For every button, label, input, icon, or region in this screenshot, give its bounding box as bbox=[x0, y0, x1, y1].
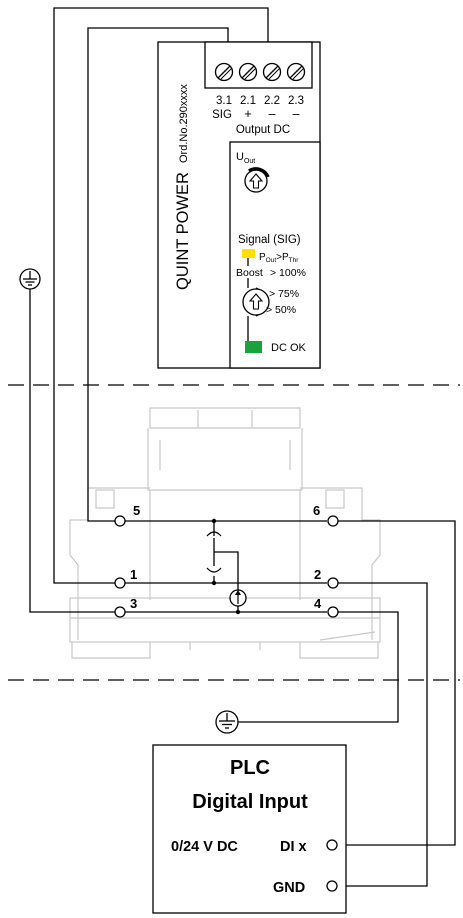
terminal-sign-sig: SIG bbox=[212, 109, 232, 121]
screw-terminals bbox=[214, 62, 306, 82]
threshold-50-percent-label: > 50% bbox=[266, 304, 296, 316]
terminal-2-label: 2 bbox=[314, 567, 321, 582]
plc-gnd-terminal[interactable] bbox=[326, 880, 338, 892]
terminal-1-label: 1 bbox=[130, 567, 137, 582]
threshold-75-percent-label: > 75% bbox=[269, 288, 299, 300]
terminal-1[interactable] bbox=[114, 577, 126, 589]
signal-label: Signal (SIG) bbox=[238, 234, 301, 246]
brand-label: QUINT POWER bbox=[174, 172, 192, 290]
signal-led-yellow bbox=[242, 249, 255, 258]
plc-title: PLC bbox=[230, 757, 270, 779]
plc-voltage-label: 0/24 V DC bbox=[171, 839, 238, 855]
screw-terminal-2.1[interactable] bbox=[238, 62, 258, 82]
terminal-5-label: 5 bbox=[133, 503, 140, 518]
output-dc-label: Output DC bbox=[236, 124, 290, 136]
plc-box bbox=[152, 744, 347, 914]
terminal-3-label: 3 bbox=[130, 596, 137, 611]
terminal-number-2.3: 2.3 bbox=[288, 95, 304, 107]
dc-ok-led-green bbox=[245, 341, 262, 353]
current-source-icon bbox=[229, 588, 247, 612]
module-terminals bbox=[114, 515, 339, 618]
terminal-6[interactable] bbox=[327, 515, 339, 527]
terminal-sign-minus-1: – bbox=[269, 107, 276, 121]
order-number: Ord.No.290xxxx bbox=[178, 84, 190, 163]
terminal-sign-plus: + bbox=[244, 107, 251, 121]
terminal-4-label: 4 bbox=[314, 596, 322, 611]
adjust-knob-icon[interactable] bbox=[244, 167, 270, 193]
screw-terminal-3.1[interactable] bbox=[214, 62, 234, 82]
boost-100-percent-label: > 100% bbox=[270, 267, 306, 279]
terminal-number-2.2: 2.2 bbox=[264, 95, 280, 107]
screw-terminal-2.3[interactable] bbox=[286, 62, 306, 82]
plc-subtitle: Digital Input bbox=[192, 791, 308, 813]
pout-threshold-label: POut>PThr bbox=[259, 252, 299, 264]
plc-di-label: DI x bbox=[280, 839, 307, 855]
terminal-2[interactable] bbox=[327, 577, 339, 589]
screw-terminal-2.2[interactable] bbox=[262, 62, 282, 82]
terminal-6-label: 6 bbox=[313, 503, 320, 518]
boost-label: Boost bbox=[236, 267, 263, 279]
terminal-3[interactable] bbox=[114, 606, 126, 618]
ground-icon bbox=[19, 268, 41, 290]
terminal-sign-minus-2: – bbox=[293, 107, 300, 121]
plc-gnd-label: GND bbox=[273, 880, 305, 896]
u-out-label: UOut bbox=[236, 151, 255, 165]
wires bbox=[29, 7, 456, 887]
din-module-outline bbox=[69, 407, 381, 659]
ground-icon bbox=[215, 710, 239, 734]
terminal-number-3.1: 3.1 bbox=[216, 95, 232, 107]
terminal-number-2.1: 2.1 bbox=[240, 95, 256, 107]
dc-ok-label: DC OK bbox=[271, 342, 307, 354]
terminal-4[interactable] bbox=[327, 606, 339, 618]
terminal-5[interactable] bbox=[114, 515, 126, 527]
plc-di-terminal[interactable] bbox=[326, 839, 338, 851]
signal-selector-icon[interactable] bbox=[242, 288, 270, 316]
